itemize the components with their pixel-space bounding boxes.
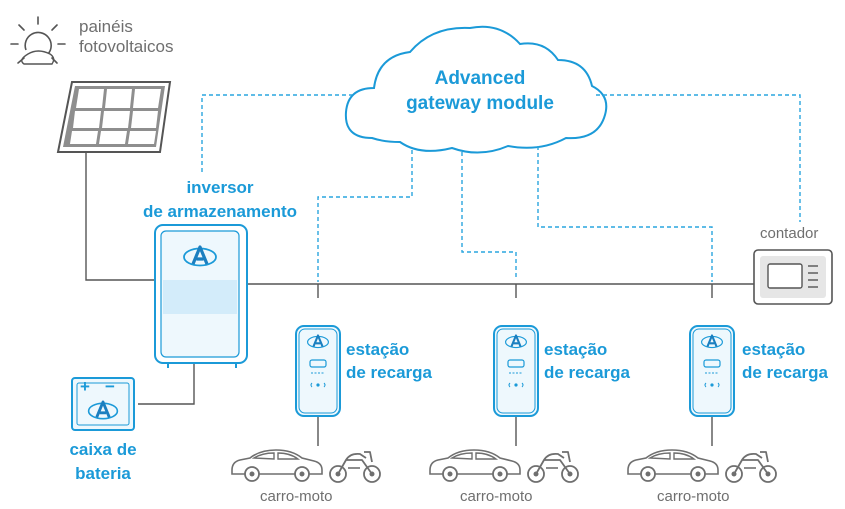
battery-label-line2: bateria bbox=[75, 464, 131, 483]
inverter-label-line1: inversor bbox=[186, 178, 254, 197]
station-label-line1: estação bbox=[346, 340, 410, 359]
battery-plus: + bbox=[80, 377, 90, 396]
dashed-links bbox=[201, 94, 801, 282]
charging-station-icon bbox=[494, 326, 538, 416]
station-label-line2: de recarga bbox=[544, 363, 630, 382]
battery-label-line1: caixa de bbox=[69, 440, 137, 459]
station-label: estação de recarga bbox=[346, 338, 432, 384]
cloud-label-line1: Advanced bbox=[434, 68, 526, 89]
station-label-line1: estação bbox=[544, 340, 608, 359]
station-label: estação de recarga bbox=[544, 338, 630, 384]
cloud-icon bbox=[344, 25, 608, 154]
charging-station-icon bbox=[296, 326, 340, 416]
inverter-label-line2: de armazenamento bbox=[143, 202, 297, 221]
station-label-line2: de recarga bbox=[742, 363, 828, 382]
inverter-label: inversor de armazenamento bbox=[130, 176, 310, 224]
vehicle-label: carro-moto bbox=[260, 488, 333, 505]
station-label-line2: de recarga bbox=[346, 363, 432, 382]
cloud-label-line2: gateway module bbox=[406, 93, 554, 114]
vehicle-label: carro-moto bbox=[460, 488, 533, 505]
station-label: estação de recarga bbox=[742, 338, 828, 384]
charging-station-icon bbox=[690, 326, 734, 416]
battery-minus: − bbox=[105, 377, 115, 396]
solar-label-line2: fotovoltaicos bbox=[79, 37, 174, 56]
solar-label: painéis fotovoltaicos bbox=[79, 17, 174, 57]
meter-label: contador bbox=[760, 225, 819, 242]
solar-label-line1: painéis bbox=[79, 17, 133, 36]
meter-icon bbox=[753, 249, 833, 305]
vehicle-label: carro-moto bbox=[657, 488, 730, 505]
solar-panel-icon bbox=[56, 81, 172, 153]
station-label-line1: estação bbox=[742, 340, 806, 359]
inverter-icon bbox=[154, 224, 248, 368]
power-lines bbox=[85, 152, 754, 446]
car-icon bbox=[231, 449, 323, 482]
car-icon bbox=[627, 449, 719, 482]
motorcycle-icon bbox=[527, 451, 579, 483]
battery-box-icon bbox=[71, 377, 135, 431]
motorcycle-icon bbox=[725, 451, 777, 483]
cloud-label: Advanced gateway module bbox=[380, 66, 580, 116]
car-icon bbox=[429, 449, 521, 482]
sun-icon bbox=[10, 16, 66, 65]
motorcycle-icon bbox=[329, 451, 381, 483]
battery-label: caixa de bateria bbox=[44, 438, 162, 486]
